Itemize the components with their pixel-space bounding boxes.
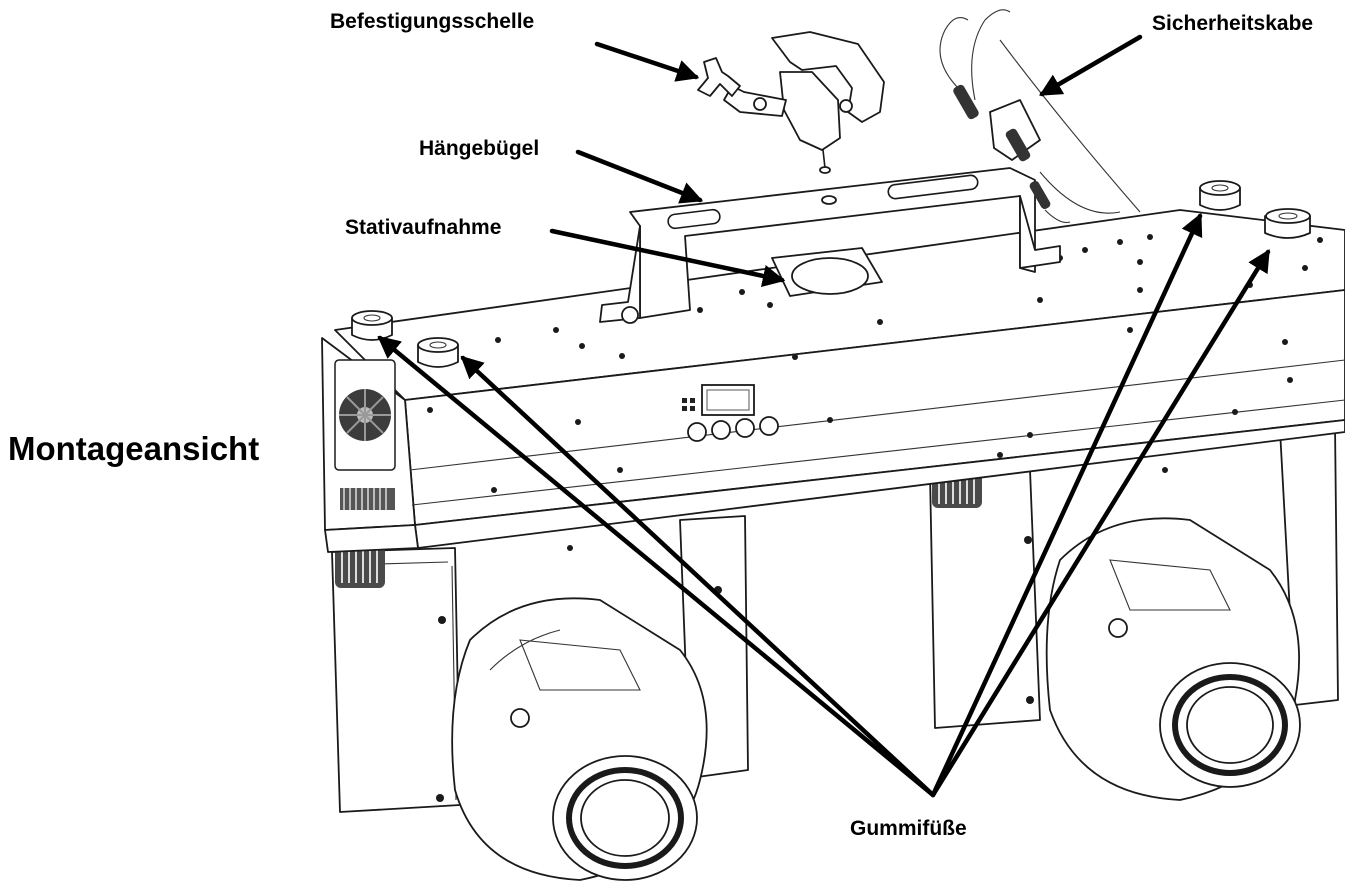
stand-mount bbox=[771, 247, 883, 297]
screw-holes bbox=[427, 234, 1323, 551]
hanging-bracket bbox=[599, 167, 1061, 324]
label-befestigungsschelle: Befestigungsschelle bbox=[330, 10, 534, 33]
right-moving-head bbox=[929, 424, 1339, 801]
label-stativaufnahme: Stativaufnahme bbox=[345, 216, 501, 239]
label-haengebuegel: Hängebügel bbox=[419, 137, 539, 160]
rubber-foot bbox=[351, 310, 393, 341]
clamp-icon bbox=[697, 31, 885, 174]
rubber-foot bbox=[1199, 180, 1241, 211]
control-panel bbox=[682, 384, 779, 442]
label-montageansicht: Montageansicht bbox=[8, 430, 259, 467]
mounting-bar bbox=[321, 180, 1345, 553]
label-gummifuesse: Gummifüße bbox=[850, 817, 967, 840]
lens-left bbox=[552, 755, 698, 881]
left-moving-head bbox=[331, 515, 749, 881]
leader-lines bbox=[377, 34, 1271, 798]
safety-cable-icon bbox=[939, 9, 1141, 224]
rubber-foot bbox=[1264, 208, 1311, 239]
lens-right bbox=[1159, 662, 1301, 788]
rubber-foot bbox=[417, 337, 459, 368]
fan-icon bbox=[334, 359, 396, 510]
label-sicherheitskabel: Sicherheitskabe bbox=[1152, 12, 1313, 35]
